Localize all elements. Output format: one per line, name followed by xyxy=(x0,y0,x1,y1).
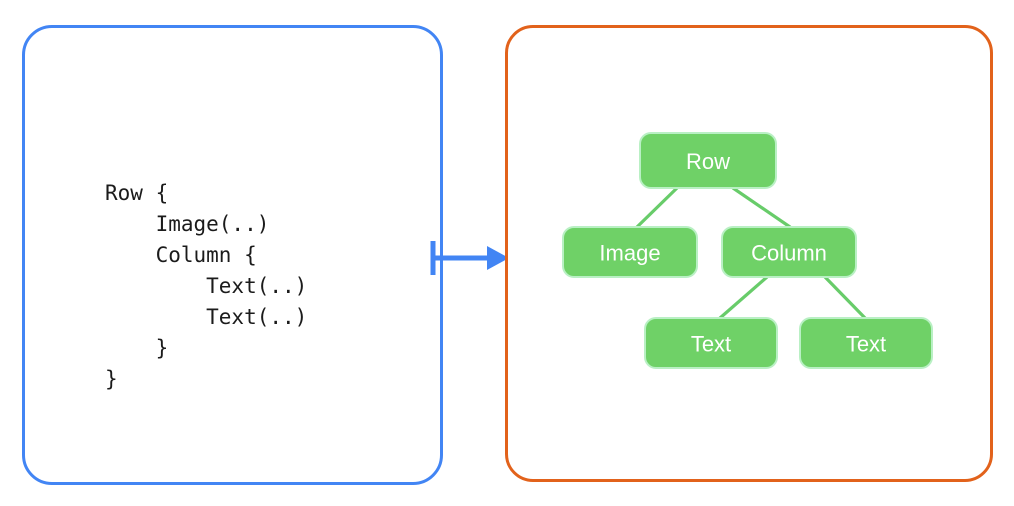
tree-node-text1-shape xyxy=(644,317,778,369)
tree-node-image-label: Image xyxy=(599,241,660,266)
transforms-to-arrow xyxy=(430,241,509,275)
tree-node-text2-label: Text xyxy=(846,332,886,357)
tree-edge-column-text1 xyxy=(718,275,769,320)
tree-node-text1[interactable]: Text xyxy=(644,317,778,369)
tree-node-column-shape xyxy=(721,226,857,278)
tree-node-row-shape xyxy=(639,132,777,189)
tree-node-column[interactable]: Column xyxy=(721,226,857,278)
tree-node-image[interactable]: Image xyxy=(562,226,698,278)
tree-node-column-label: Column xyxy=(751,241,827,266)
tree-edge-column-text2 xyxy=(823,275,867,320)
source-code-block: Row { Image(..) Column { Text(..) Text(.… xyxy=(105,181,308,391)
code-panel: Row { Image(..) Column { Text(..) Text(.… xyxy=(22,25,443,485)
tree-node-text2-shape xyxy=(799,317,933,369)
tree-edge-row-column xyxy=(731,186,792,229)
tree-node-text1-label: Text xyxy=(691,332,731,357)
tree-node-row[interactable]: Row xyxy=(639,132,777,189)
tree-edge-row-image xyxy=(635,186,679,229)
tree-edges xyxy=(635,186,867,320)
tree-node-image-shape xyxy=(562,226,698,278)
tree-node-row-label: Row xyxy=(686,149,730,174)
tree-node-text2[interactable]: Text xyxy=(799,317,933,369)
